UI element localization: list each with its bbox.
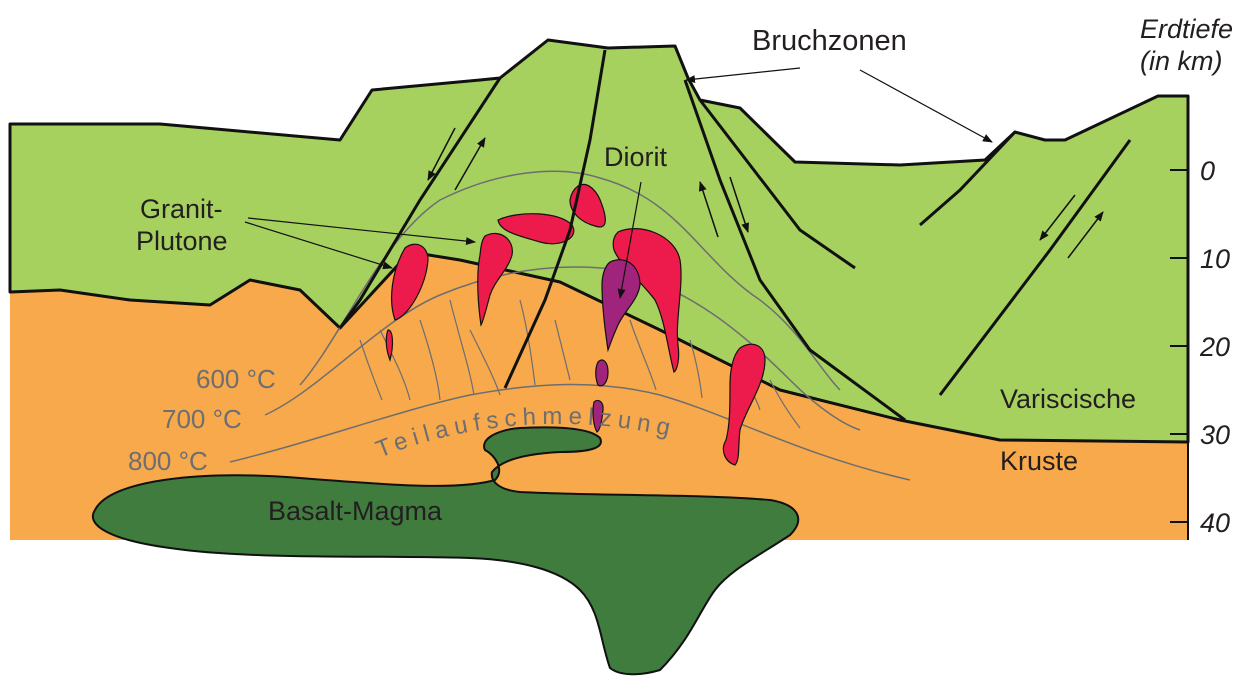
- label-kruste: Kruste: [1000, 446, 1078, 476]
- depth-tick-20: 20: [1199, 332, 1230, 362]
- depth-tick-10: 10: [1200, 244, 1230, 274]
- depth-axis-title-2: (in km): [1140, 46, 1223, 76]
- depth-tick-40: 40: [1200, 508, 1230, 538]
- leader-bruchzonen-1: [686, 68, 800, 80]
- label-granit-line-1: Granit-: [140, 194, 223, 224]
- depth-axis-title-1: Erdtiefe: [1140, 14, 1233, 44]
- leader-bruchzonen-2: [860, 70, 992, 142]
- depth-tick-0: 0: [1200, 156, 1215, 186]
- label-temp-800: 800 °C: [128, 446, 208, 476]
- diorite-blob-1: [596, 360, 608, 386]
- label-temp-700: 700 °C: [162, 404, 242, 434]
- label-granit-line-2: Plutone: [136, 226, 228, 256]
- label-temp-600: 600 °C: [196, 364, 276, 394]
- label-diorit: Diorit: [604, 142, 668, 172]
- depth-tick-30: 30: [1200, 420, 1230, 450]
- label-bruchzonen: Bruchzonen: [752, 25, 907, 57]
- label-basalt-magma: Basalt-Magma: [268, 496, 443, 526]
- label-variscische: Variscische: [1000, 384, 1136, 414]
